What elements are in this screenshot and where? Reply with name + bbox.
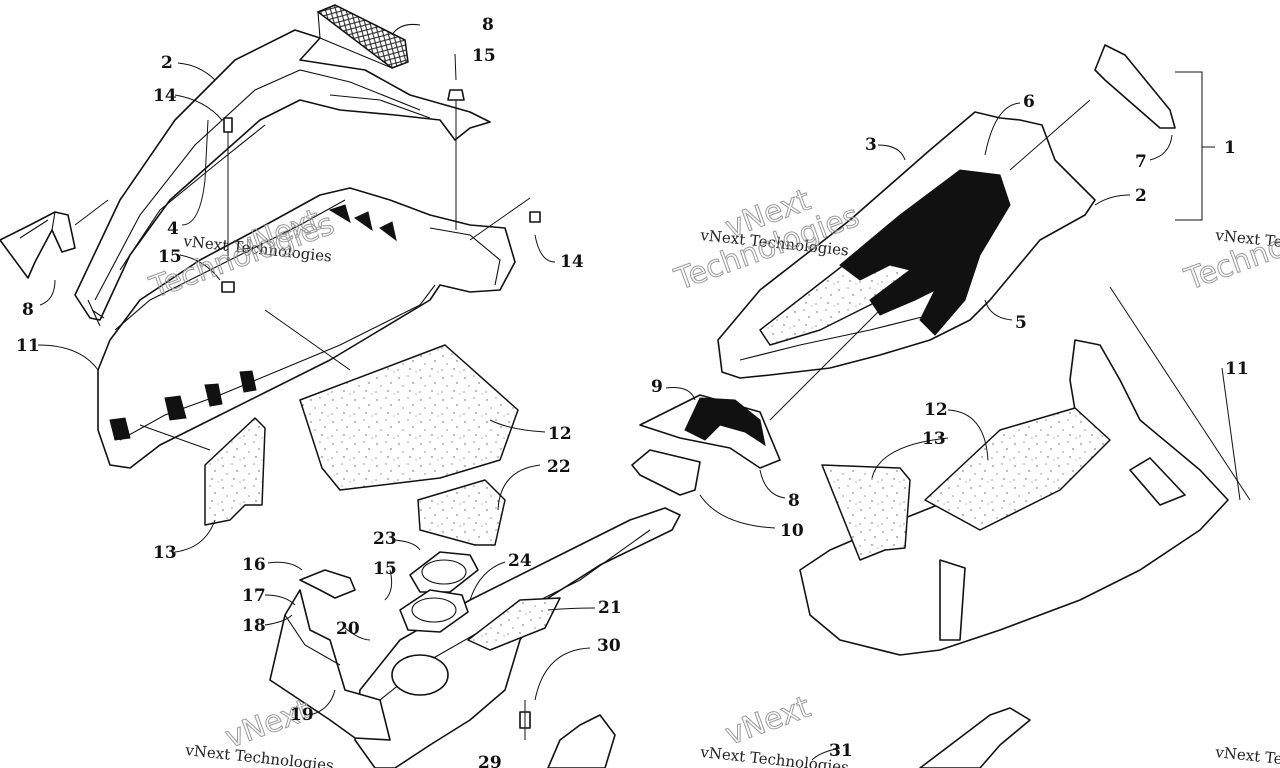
callout-14: 14 — [153, 86, 177, 106]
callout-3: 3 — [865, 135, 877, 155]
callout-23: 23 — [373, 529, 397, 549]
callout-18: 18 — [242, 616, 266, 636]
heat-pad-22 — [417, 479, 506, 546]
gasket-23 — [409, 551, 479, 593]
rail-lower-right — [919, 707, 1031, 768]
callout-7: 7 — [1135, 152, 1147, 172]
vent-10 — [631, 449, 701, 496]
belly-pan — [354, 507, 681, 768]
gasket-24 — [399, 589, 469, 633]
bracket-20-front — [269, 589, 391, 741]
watermark-company: vNext Technologies — [699, 743, 850, 768]
hood-upper-panel — [74, 29, 491, 327]
hood-lower-frame — [97, 187, 516, 469]
watermark-company: vNext Technologies — [1214, 743, 1280, 768]
bolt-14-right — [469, 197, 541, 241]
callout-15: 15 — [373, 559, 397, 579]
callout-8: 8 — [482, 15, 494, 35]
hood-assembled — [717, 111, 1096, 379]
callout-8: 8 — [22, 300, 34, 320]
callout-16: 16 — [242, 555, 266, 575]
mount-bracket-17 — [299, 569, 356, 599]
callout-15: 15 — [472, 46, 496, 66]
callout-10: 10 — [780, 521, 804, 541]
side-pad-13-left — [204, 417, 266, 526]
side-panel-lower-right — [547, 714, 616, 768]
nut-15-top — [447, 89, 465, 230]
callout-9: 9 — [651, 377, 663, 397]
nut-15-left — [221, 281, 235, 293]
callout-19: 19 — [290, 705, 314, 725]
callout-6: 6 — [1023, 92, 1035, 112]
callout-2: 2 — [1135, 186, 1147, 206]
vent-grille-7 — [1094, 44, 1176, 129]
vent-grille-top — [316, 4, 409, 69]
callouts: 8 2 15 14 4 15 14 8 11 12 13 22 23 24 16… — [16, 15, 1249, 768]
callout-21: 21 — [598, 598, 622, 618]
callout-1: 1 — [1224, 138, 1236, 158]
callout-2: 2 — [161, 53, 173, 73]
callout-14: 14 — [560, 252, 584, 272]
heat-shield-pad-12-right — [924, 407, 1111, 531]
leader-lines — [37, 24, 1251, 761]
callout-22: 22 — [547, 457, 571, 477]
callout-11: 11 — [16, 336, 40, 356]
callout-12: 12 — [548, 424, 572, 444]
callout-12: 12 — [924, 400, 948, 420]
callout-24: 24 — [508, 551, 532, 571]
callout-13: 13 — [153, 543, 177, 563]
callout-13: 13 — [922, 429, 946, 449]
callout-15: 15 — [158, 247, 182, 267]
side-grille-left — [0, 211, 76, 279]
callout-17: 17 — [242, 586, 266, 606]
callout-4: 4 — [167, 219, 179, 239]
side-pad-13-right — [821, 464, 911, 561]
heat-shield-pad-12-left — [299, 344, 519, 491]
cowl-decal-piece-9 — [639, 394, 781, 469]
callout-31: 31 — [829, 741, 853, 761]
callout-11: 11 — [1225, 359, 1249, 379]
callout-20: 20 — [336, 619, 360, 639]
callout-30: 30 — [597, 636, 621, 656]
callout-29: 29 — [478, 753, 502, 768]
rivet-30 — [519, 700, 531, 740]
callout-5: 5 — [1015, 313, 1027, 333]
callout-8: 8 — [788, 491, 800, 511]
watermark-word: Technologies — [1180, 199, 1280, 298]
watermark-brand: vNext — [721, 690, 816, 753]
bolt-14-left — [223, 117, 233, 260]
